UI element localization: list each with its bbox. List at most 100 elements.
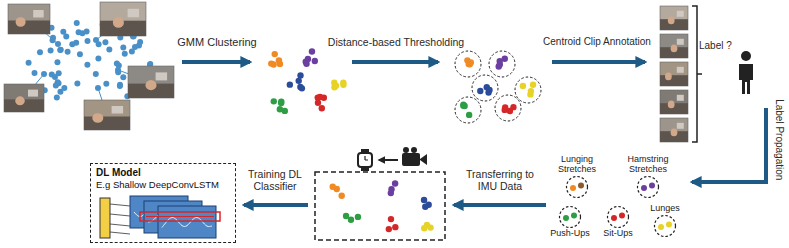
embedding-dot <box>63 33 69 39</box>
cluster-dot <box>527 91 533 97</box>
video-thumbnail <box>33 10 44 18</box>
threshold-circle <box>489 51 515 77</box>
embedding-dot <box>52 74 58 80</box>
video-thumbnail <box>660 34 688 58</box>
lstm-window <box>140 212 220 221</box>
transfer-arrow <box>379 159 398 161</box>
cluster-dot <box>315 94 321 100</box>
threshold-circle <box>515 77 541 103</box>
cluster-dot <box>611 215 617 221</box>
cluster-dot <box>312 58 318 64</box>
cluster-dot <box>571 213 577 219</box>
embedding-dot <box>55 41 61 47</box>
cluster-dot <box>496 58 502 64</box>
cluster-label: Push-Ups <box>548 229 592 239</box>
cluster-dot <box>425 202 431 208</box>
flow-arrow <box>454 203 546 207</box>
embedding-dot <box>41 71 47 77</box>
flow-arrow <box>244 203 308 207</box>
video-thumbnail <box>660 6 688 30</box>
cluster-circle <box>655 216 676 237</box>
video-thumbnail <box>84 100 130 130</box>
cluster-circle <box>653 214 677 238</box>
cluster-dot <box>386 226 392 232</box>
cluster-dot <box>276 57 282 63</box>
camera-icon <box>403 147 409 153</box>
cluster-circle: Lunges <box>645 204 685 238</box>
annotator-icon <box>741 51 751 61</box>
cluster-dot <box>496 63 502 69</box>
camera-icon <box>420 154 427 165</box>
embedding-dot <box>115 67 121 73</box>
cluster-dot <box>319 105 325 111</box>
video-thumbnail <box>668 17 675 25</box>
video-thumbnail <box>660 6 688 30</box>
cluster-dot <box>270 61 276 67</box>
cluster-dot <box>287 81 293 87</box>
video-thumbnail <box>145 80 156 90</box>
annotation-prompt: Label ? <box>699 40 732 52</box>
embedding-dot <box>74 20 80 26</box>
clip-bracket <box>692 6 702 142</box>
embedding-dot <box>120 74 126 80</box>
video-thumbnail <box>671 45 678 53</box>
layer-link <box>110 232 130 234</box>
cluster-dot <box>299 85 305 91</box>
embedding-dot <box>117 82 123 88</box>
cluster-dot <box>570 185 576 191</box>
cluster-label: Sit-Ups <box>598 229 638 239</box>
video-thumbnail <box>677 67 684 73</box>
camera-icon <box>402 147 427 166</box>
embedding-dot <box>93 37 99 43</box>
cluster-dot <box>468 59 474 65</box>
embedding-dot <box>79 30 85 36</box>
video-thumbnail <box>677 123 684 129</box>
cluster-dot <box>278 100 284 106</box>
gmm-cluster-plot <box>268 48 347 114</box>
embedding-dot <box>54 59 60 65</box>
embedding-dot <box>95 85 101 91</box>
video-thumbnail <box>660 90 688 114</box>
embedding-dot <box>137 39 143 45</box>
video-thumbnail <box>128 9 140 17</box>
video-thumbnail <box>100 2 146 36</box>
cluster-dot <box>277 106 283 112</box>
lstm-window <box>146 216 214 217</box>
video-thumbnail <box>665 73 672 81</box>
video-thumbnail <box>4 84 44 112</box>
video-thumbnail <box>660 34 688 58</box>
output-layer <box>100 198 110 238</box>
cluster-dot <box>658 224 664 230</box>
smartwatch-icon <box>365 156 368 160</box>
cluster-dot <box>355 214 361 220</box>
embedding-dot <box>74 81 80 87</box>
flow-arrow <box>182 60 250 64</box>
embedding-dot <box>57 47 63 53</box>
flow-arrow <box>352 60 438 64</box>
video-thumbnail <box>84 117 130 131</box>
flow-arrow <box>552 60 645 64</box>
video-thumbnail <box>92 113 103 123</box>
embedding-dot <box>84 62 90 68</box>
embedding-dot <box>26 60 32 66</box>
threshold-circle <box>472 75 498 101</box>
threshold-circle <box>455 51 481 77</box>
cluster-dot <box>649 183 655 189</box>
embedding-scatter <box>4 2 174 130</box>
cluster-dot <box>330 184 336 190</box>
cluster-dot <box>340 82 346 88</box>
video-thumbnail <box>28 90 38 97</box>
cluster-circle <box>565 175 589 199</box>
video-thumbnail <box>677 95 684 101</box>
cluster-dot <box>477 88 483 94</box>
cluster-dot <box>563 215 569 221</box>
video-thumbnail <box>113 17 124 28</box>
cluster-dot <box>309 48 315 54</box>
cluster-dot <box>338 192 344 198</box>
cluster-dot <box>272 51 278 57</box>
embedding-dot <box>106 47 112 53</box>
embedding-dot <box>37 49 43 55</box>
imu-cluster-dots <box>330 180 434 232</box>
embedding-dot <box>61 85 67 91</box>
cluster-circle: Push-Ups <box>548 205 592 239</box>
